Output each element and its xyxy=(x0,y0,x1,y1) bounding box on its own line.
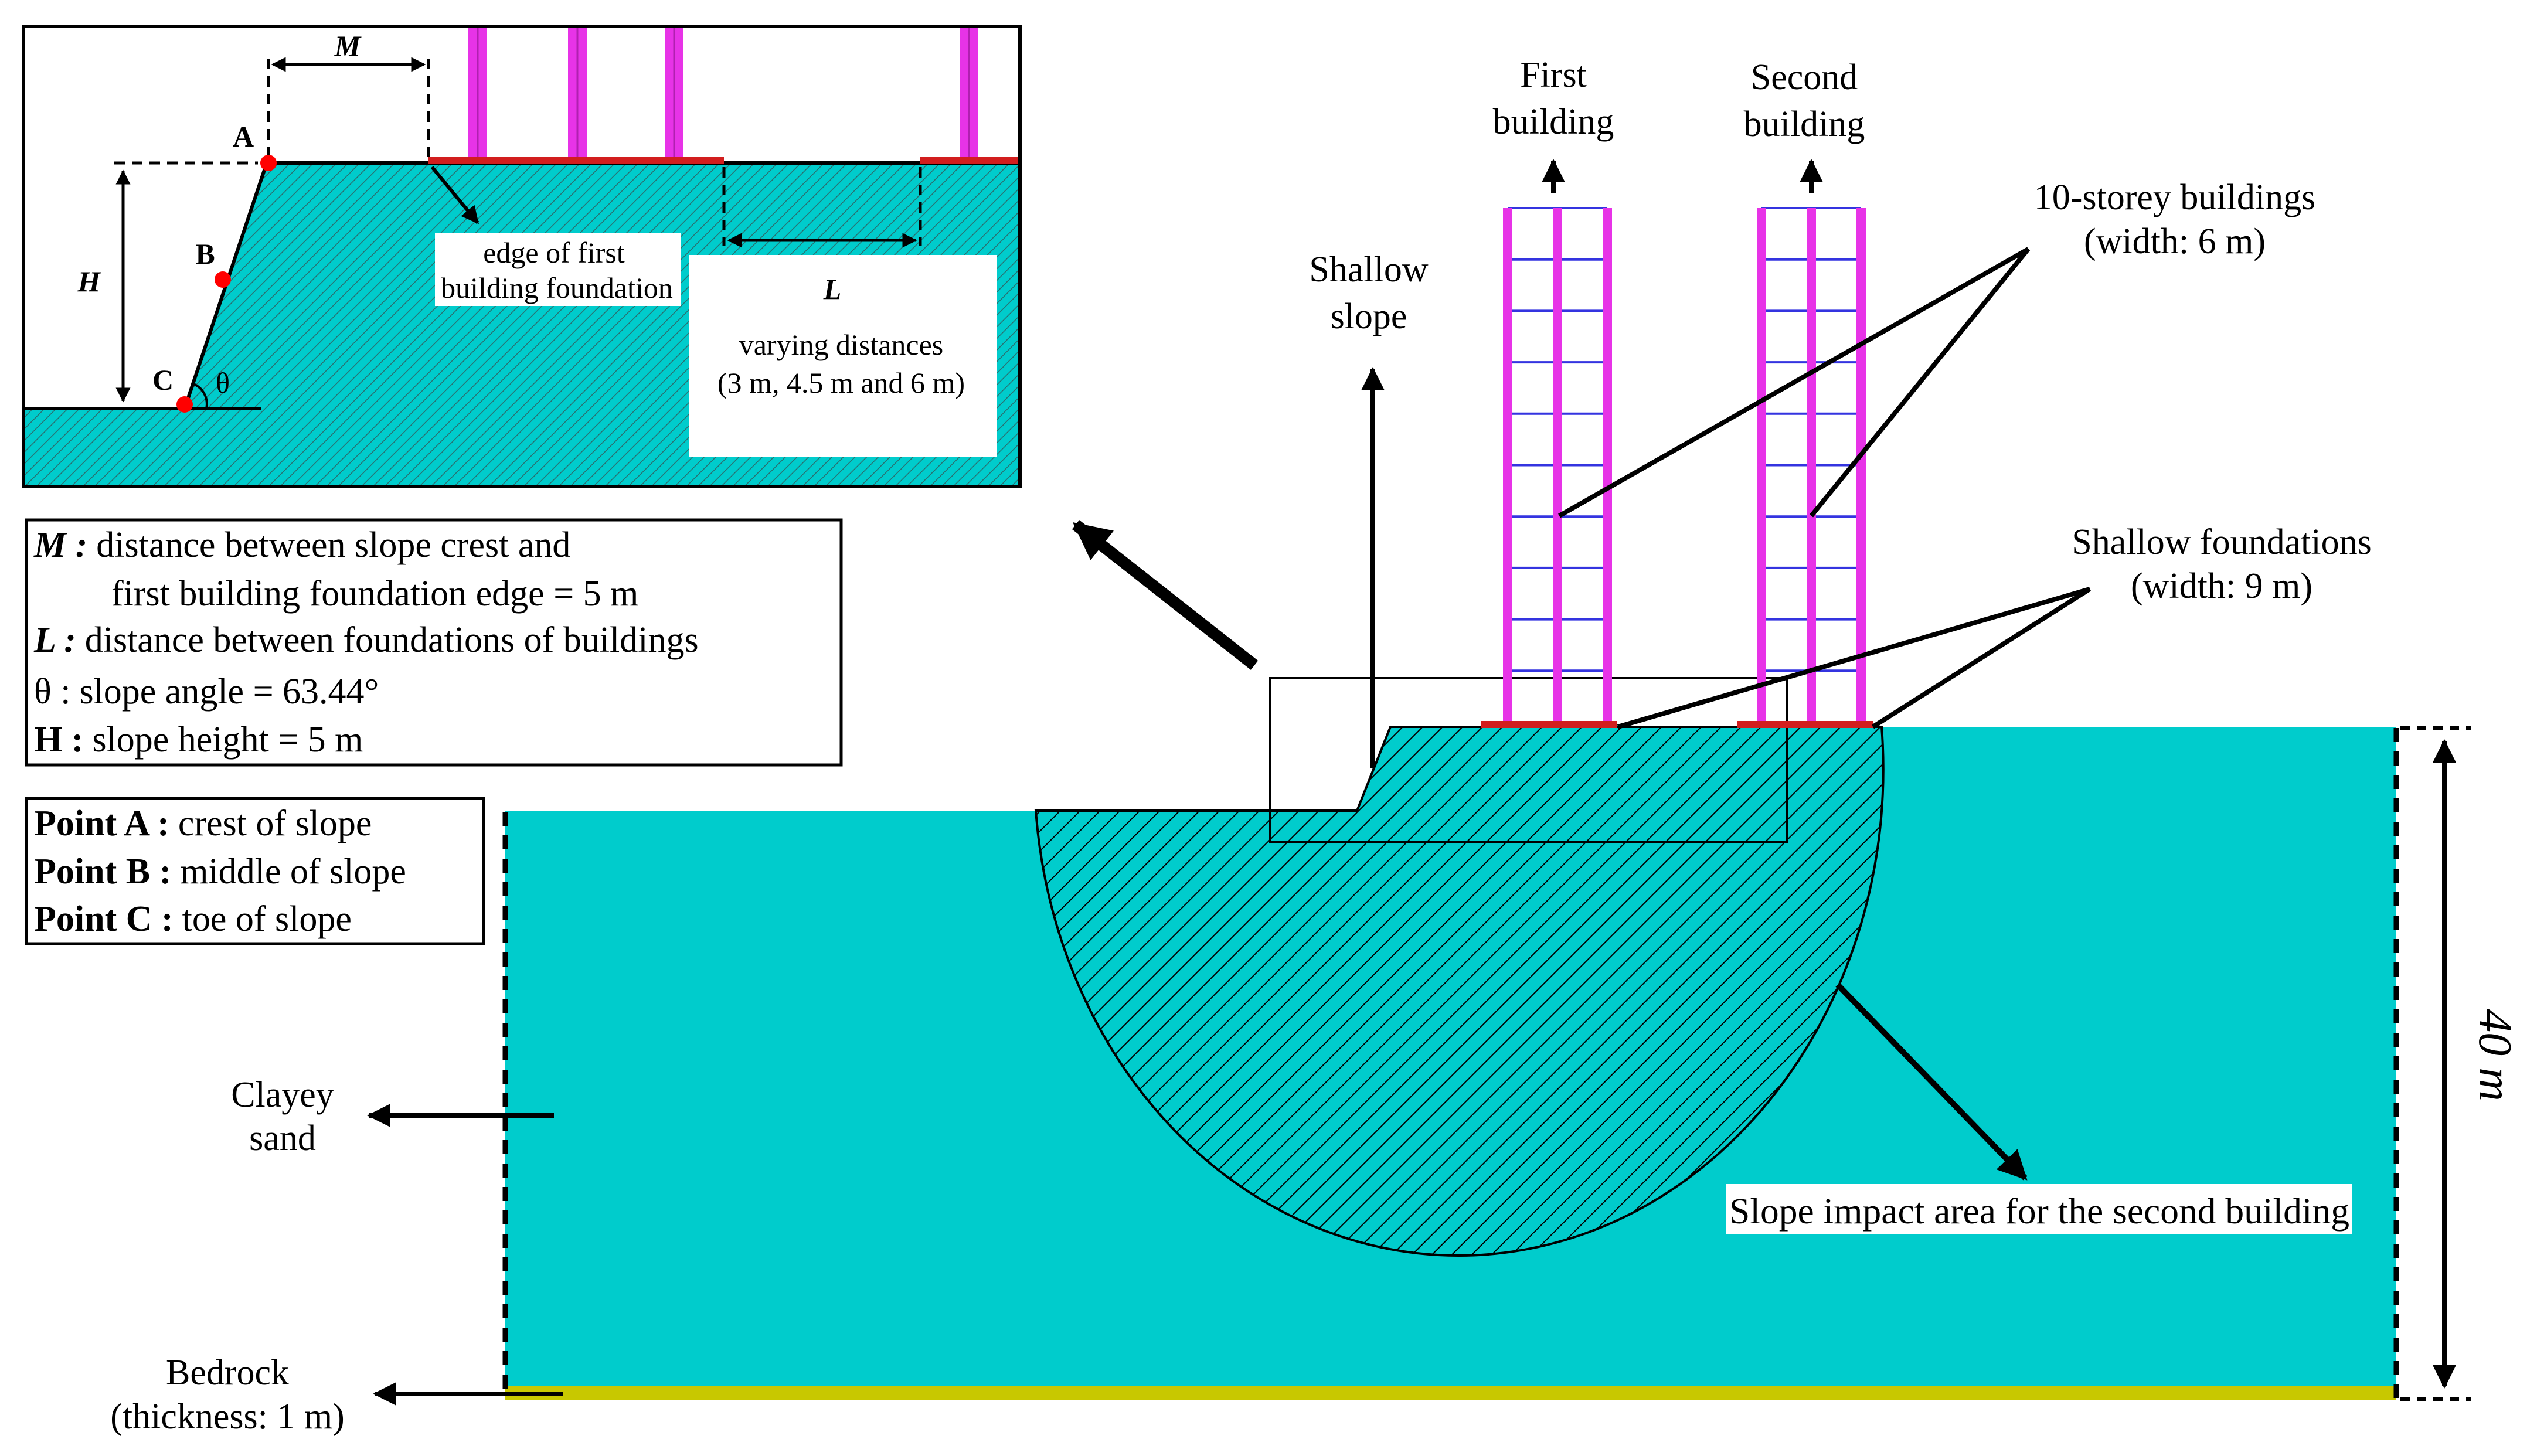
second-building-label-2: building xyxy=(1744,104,1865,144)
h-symbol: H xyxy=(77,265,102,298)
first-building-label-1: First xyxy=(1520,55,1587,95)
theta-definition: θ :slope angle = 63.44° xyxy=(34,672,379,712)
impact-area-arrow xyxy=(1835,982,2028,1181)
foundations-label-2: (width: 9 m) xyxy=(2131,566,2312,606)
points-box xyxy=(25,797,485,945)
zoom-arrow xyxy=(1072,520,1259,670)
first-building-column xyxy=(1503,208,1512,722)
inset-border xyxy=(22,25,1022,488)
storey-label-2: (width: 6 m) xyxy=(2084,222,2266,261)
edge-label-background xyxy=(435,233,681,306)
impact-area-label: Slope impact area for the second buildin… xyxy=(1729,1192,2349,1232)
slope-inset: M H A B C θ edge of first building found… xyxy=(22,25,1022,488)
first-building-column xyxy=(1603,208,1612,722)
point-a xyxy=(260,155,277,171)
storey-label-1: 10-storey buildings xyxy=(2034,178,2315,217)
point-b-definition: Point B :middle of slope xyxy=(34,852,406,892)
shallow-slope-label-1: Shallow xyxy=(1309,250,1428,290)
slope-impact-area xyxy=(1034,726,1885,1257)
inset-building-columns xyxy=(468,28,978,158)
depth-label: 40 m xyxy=(2469,1009,2521,1101)
bedrock-label-2: (thickness: 1 m) xyxy=(110,1397,345,1437)
h-definition: H :slope height = 5 m xyxy=(34,720,363,760)
zoom-region-box xyxy=(1269,677,1788,843)
second-building-label-1: Second xyxy=(1751,57,1858,97)
bedrock-label-1: Bedrock xyxy=(166,1353,289,1393)
varying-label-1: varying distances xyxy=(739,328,944,361)
first-building-column xyxy=(1553,208,1562,722)
clayey-sand-label-1: Clayey xyxy=(231,1075,334,1115)
point-c-label: C xyxy=(152,363,174,396)
soil-domain xyxy=(502,726,2399,1400)
second-building-column xyxy=(1757,208,1766,722)
first-building-frame xyxy=(1503,207,1612,723)
shallow-slope-label-2: slope xyxy=(1331,297,1407,336)
clayey-sand-label-2: sand xyxy=(249,1118,316,1158)
l-symbol: L xyxy=(823,273,842,305)
second-building-column xyxy=(1807,208,1816,722)
point-a-label: A xyxy=(233,120,254,153)
point-c-definition: Point C :toe of slope xyxy=(34,899,352,939)
second-building-frame xyxy=(1757,207,1866,723)
edge-label-1: edge of first xyxy=(483,236,625,269)
m-symbol: M xyxy=(334,29,362,62)
bedrock-layer xyxy=(505,1386,2396,1400)
leader-lines xyxy=(1558,247,2092,729)
edge-label-2: building foundation xyxy=(441,271,673,304)
impact-label-background xyxy=(1726,1184,2352,1234)
theta-arc xyxy=(193,383,208,409)
second-building-foundation xyxy=(1737,721,1873,728)
varying-label-background xyxy=(689,255,997,457)
first-building-label-2: building xyxy=(1493,102,1614,142)
point-b xyxy=(215,271,231,288)
first-building-foundation xyxy=(1481,721,1617,728)
point-c xyxy=(176,396,193,413)
definitions-legend: M :distance between slope crest and firs… xyxy=(25,518,843,767)
definitions-box xyxy=(25,518,843,767)
inset-second-foundation xyxy=(920,157,1020,164)
second-building-column xyxy=(1856,208,1866,722)
foundations-label-1: Shallow foundations xyxy=(2072,522,2371,562)
theta-symbol: θ xyxy=(216,366,230,399)
point-a-definition: Point A :crest of slope xyxy=(34,804,372,843)
points-legend: Point A :crest of slope Point B :middle … xyxy=(25,797,485,945)
inset-first-foundation xyxy=(428,157,724,164)
edge-pointer xyxy=(430,166,479,224)
point-b-label: B xyxy=(195,237,215,270)
m-definition-2: first building foundation edge = 5 m xyxy=(111,574,638,614)
varying-label-2: (3 m, 4.5 m and 6 m) xyxy=(717,366,965,399)
m-definition: M :distance between slope crest and xyxy=(33,525,570,565)
l-definition: L :distance between foundations of build… xyxy=(33,620,699,660)
